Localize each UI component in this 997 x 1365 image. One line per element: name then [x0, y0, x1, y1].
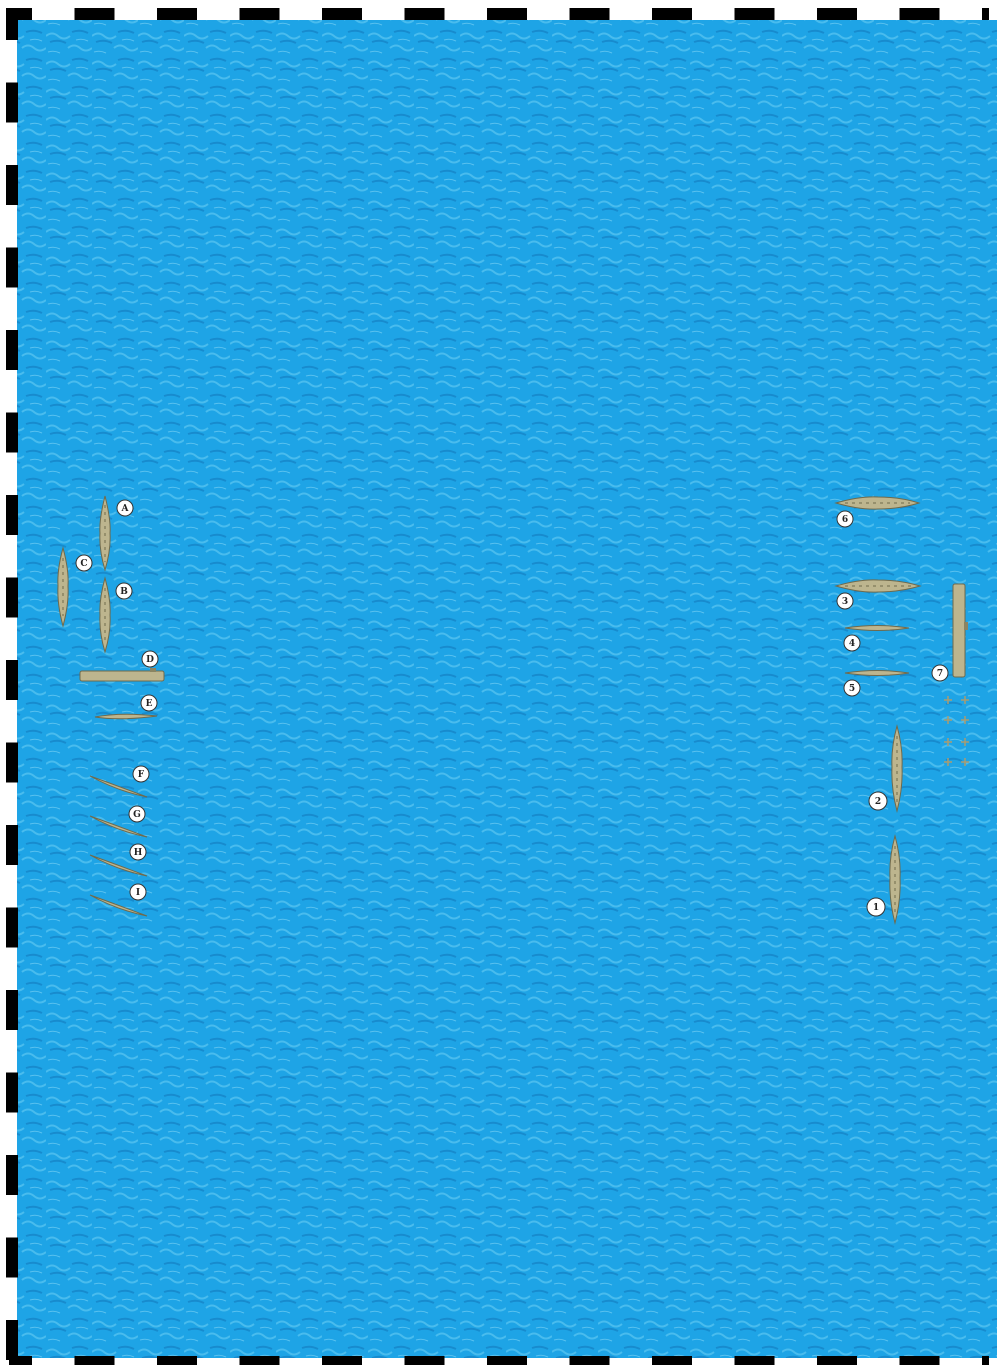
ship-label-I-text: I	[136, 888, 140, 898]
ship-label-C-text: C	[80, 559, 87, 569]
ship-label-4: 4	[844, 635, 860, 651]
ship-label-D: D	[142, 651, 158, 667]
ship-label-D-text: D	[146, 655, 154, 665]
ship-label-2-text: 2	[875, 797, 881, 807]
ship-label-G-text: G	[133, 810, 141, 820]
ship-label-6-text: 6	[842, 515, 848, 525]
ship-label-5: 5	[844, 680, 860, 696]
ship-label-A-text: A	[121, 504, 130, 514]
ship-label-E: E	[141, 695, 157, 711]
ship-label-B-text: B	[120, 587, 128, 597]
ship-label-7: 7	[932, 665, 948, 681]
ship-label-G: G	[129, 806, 145, 822]
ship-label-A: A	[117, 500, 133, 516]
ship-label-C: C	[76, 555, 92, 571]
ship-label-3-text: 3	[842, 597, 848, 607]
ship-label-4-text: 4	[849, 639, 855, 649]
ship-label-1: 1	[867, 898, 885, 916]
ship-label-5-text: 5	[849, 684, 855, 694]
ship-5[interactable]	[845, 671, 909, 676]
ship-label-6: 6	[837, 511, 853, 527]
ship-label-H-text: H	[134, 848, 143, 858]
ship-label-3: 3	[837, 593, 853, 609]
ship-label-2: 2	[869, 792, 887, 810]
ship-4[interactable]	[845, 626, 909, 631]
ship-label-E-text: E	[146, 699, 153, 709]
ship-label-7-text: 7	[937, 669, 943, 679]
ship-label-F: F	[133, 766, 149, 782]
ship-label-F-text: F	[138, 770, 145, 780]
ship-label-H: H	[130, 844, 146, 860]
ship-label-B: B	[116, 583, 132, 599]
ship-label-I: I	[130, 884, 146, 900]
ship-label-1-text: 1	[873, 903, 879, 913]
